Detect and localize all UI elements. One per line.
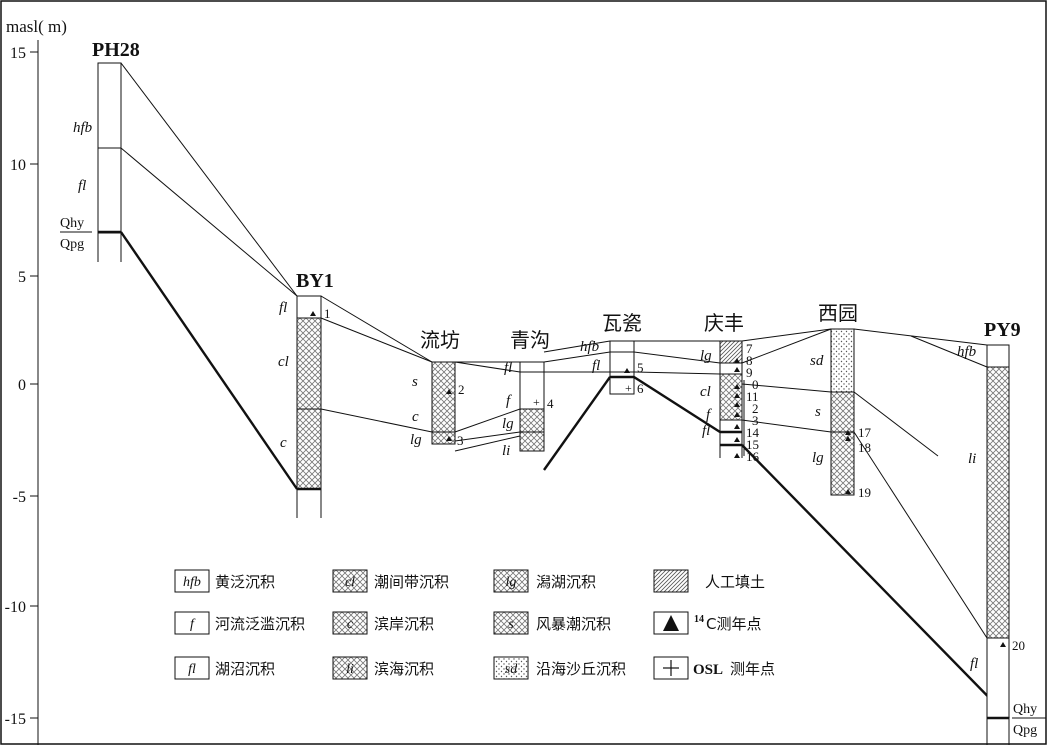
qinggou-lg-label: lg (502, 416, 514, 432)
sample-number: 4 (547, 396, 554, 411)
y-tick-minus10: -10 (5, 599, 26, 616)
sample-number: 6 (637, 381, 644, 396)
legend-text-f: 河流泛滥沉积 (215, 615, 305, 633)
legend-code-lg: lg (506, 575, 517, 590)
legend-swatch-artificial-fill (654, 570, 688, 592)
xiyuan-lg-label: lg (812, 450, 824, 466)
legend-text-s: 风暴潮沉积 (536, 615, 611, 633)
section-qinggou: 青沟 + 4 fl f lg li (502, 328, 554, 459)
ph28-hfb-label: hfb (73, 120, 93, 136)
sample-number: 16 (746, 449, 760, 464)
legend-text-c14: C测年点 (706, 615, 761, 633)
py9-hfb-label: hfb (957, 344, 977, 360)
legend-code-s: s (508, 617, 514, 632)
legend-text-osl: 测年点 (730, 660, 775, 678)
legend-text-artificial-fill: 人工填土 (705, 573, 765, 591)
waci-fl-label: fl (592, 358, 600, 374)
y-tick-0: 0 (18, 377, 26, 394)
y-axis: masl( m) 15 10 5 0 -5 -10 -15 (5, 17, 67, 745)
legend-text-cl: 潮间带沉积 (374, 573, 449, 591)
y-tick-5: 5 (18, 269, 26, 286)
section-title-py9: PY9 (984, 319, 1021, 341)
legend-text-lg: 潟湖沉积 (536, 573, 596, 591)
by1-cl-label: cl (278, 354, 289, 370)
legend-code-hfb: hfb (183, 575, 201, 590)
legend-text-fl: 湖沼沉积 (215, 660, 275, 678)
sample-number: 3 (457, 433, 464, 448)
section-title-by1: BY1 (296, 270, 334, 292)
section-title-liufang: 流坊 (420, 328, 460, 352)
py9-qpg-label: Qpg (1013, 723, 1037, 738)
by1-c-label: c (280, 435, 287, 451)
section-waci: 瓦瓷 + 5 6 hfb fl (580, 311, 644, 396)
qinggou-li-label: li (502, 443, 510, 459)
c14-marker (734, 453, 740, 458)
liufang-s-label: s (412, 374, 418, 390)
svg-text:+: + (533, 395, 540, 409)
ph28-fl-label: fl (78, 178, 86, 194)
xiyuan-sd-label: sd (810, 353, 824, 369)
legend-code-li: li (346, 662, 354, 677)
sample-number: 5 (637, 360, 644, 375)
legend-text-li: 滨海沉积 (374, 660, 434, 678)
section-title-qinggou: 青沟 (510, 328, 550, 352)
ph28-qpg-label: Qpg (60, 237, 84, 252)
legend-code-cl: cl (345, 575, 355, 590)
section-title-waci: 瓦瓷 (602, 311, 642, 335)
section-py9: PY9 20 hfb li fl Qhy Qpg (957, 319, 1046, 745)
legend-code-sd: sd (505, 662, 518, 677)
qingfeng-f-label: f (706, 407, 712, 423)
section-title-qingfeng: 庆丰 (704, 311, 744, 335)
liufang-c-label: c (412, 409, 419, 425)
legend-text-sd: 沿海沙丘沉积 (536, 660, 626, 678)
legend-code-fl: fl (188, 662, 196, 677)
y-tick-10: 10 (10, 157, 26, 174)
qinggou-fl-label: fl (504, 360, 512, 376)
legend-text-hfb: 黄泛沉积 (215, 573, 275, 591)
section-title-xiyuan: 西园 (818, 301, 858, 325)
by1-fl-label: fl (279, 300, 287, 316)
sample-number: 2 (458, 382, 465, 397)
legend-code-c: c (347, 617, 354, 632)
y-axis-unit-label: masl( m) (6, 17, 67, 36)
sample-number: 1 (324, 306, 331, 321)
y-tick-minus5: -5 (13, 489, 26, 506)
sample-number: 17 (858, 425, 872, 440)
qingfeng-fl-label: fl (702, 423, 710, 439)
sample-number: 20 (1012, 638, 1025, 653)
legend-c14-superscript: 14 (694, 614, 704, 625)
py9-li-label: li (968, 451, 976, 467)
svg-text:+: + (625, 381, 632, 395)
ph28-qhy-label: Qhy (60, 216, 84, 231)
y-tick-15: 15 (10, 45, 26, 62)
sample-number: 19 (858, 485, 871, 500)
legend: hfb 黄泛沉积 cl 潮间带沉积 lg 潟湖沉积 人工填土 f 河流泛滥沉积 … (175, 570, 775, 679)
section-by1: BY1 1 fl cl c (278, 270, 334, 518)
liufang-lg-label: lg (410, 432, 422, 448)
qingfeng-lg-label: lg (700, 348, 712, 364)
y-tick-minus15: -15 (5, 711, 26, 728)
section-title-ph28: PH28 (92, 39, 140, 61)
qinggou-f-label: f (506, 393, 512, 409)
py9-qhy-label: Qhy (1013, 702, 1037, 717)
legend-osl-bold: OSL (693, 662, 723, 678)
section-liufang: 流坊 2 3 s c lg (410, 328, 465, 448)
legend-text-c: 滨岸沉积 (374, 615, 434, 633)
sample-number: 18 (858, 440, 871, 455)
section-qingfeng: 庆丰 7 8 9 0 11 2 3 14 15 16 lg cl f fl (700, 311, 760, 464)
waci-hfb-label: hfb (580, 339, 600, 355)
py9-fl-label: fl (970, 656, 978, 672)
xiyuan-s-label: s (815, 404, 821, 420)
qingfeng-cl-label: cl (700, 384, 711, 400)
